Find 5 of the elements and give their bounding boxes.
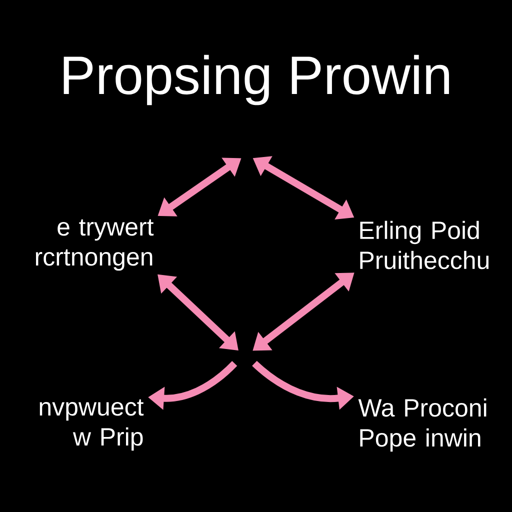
node-text: nvpwuect w Prip — [40, 399, 144, 451]
node-text: Erling Poid Pruithecchu — [360, 220, 489, 270]
node-text: e trywert rcrtnongen — [36, 219, 154, 271]
node-text: Wa Proconi Pope inwin — [358, 398, 486, 452]
title: Propsing Prowin — [64, 54, 449, 106]
